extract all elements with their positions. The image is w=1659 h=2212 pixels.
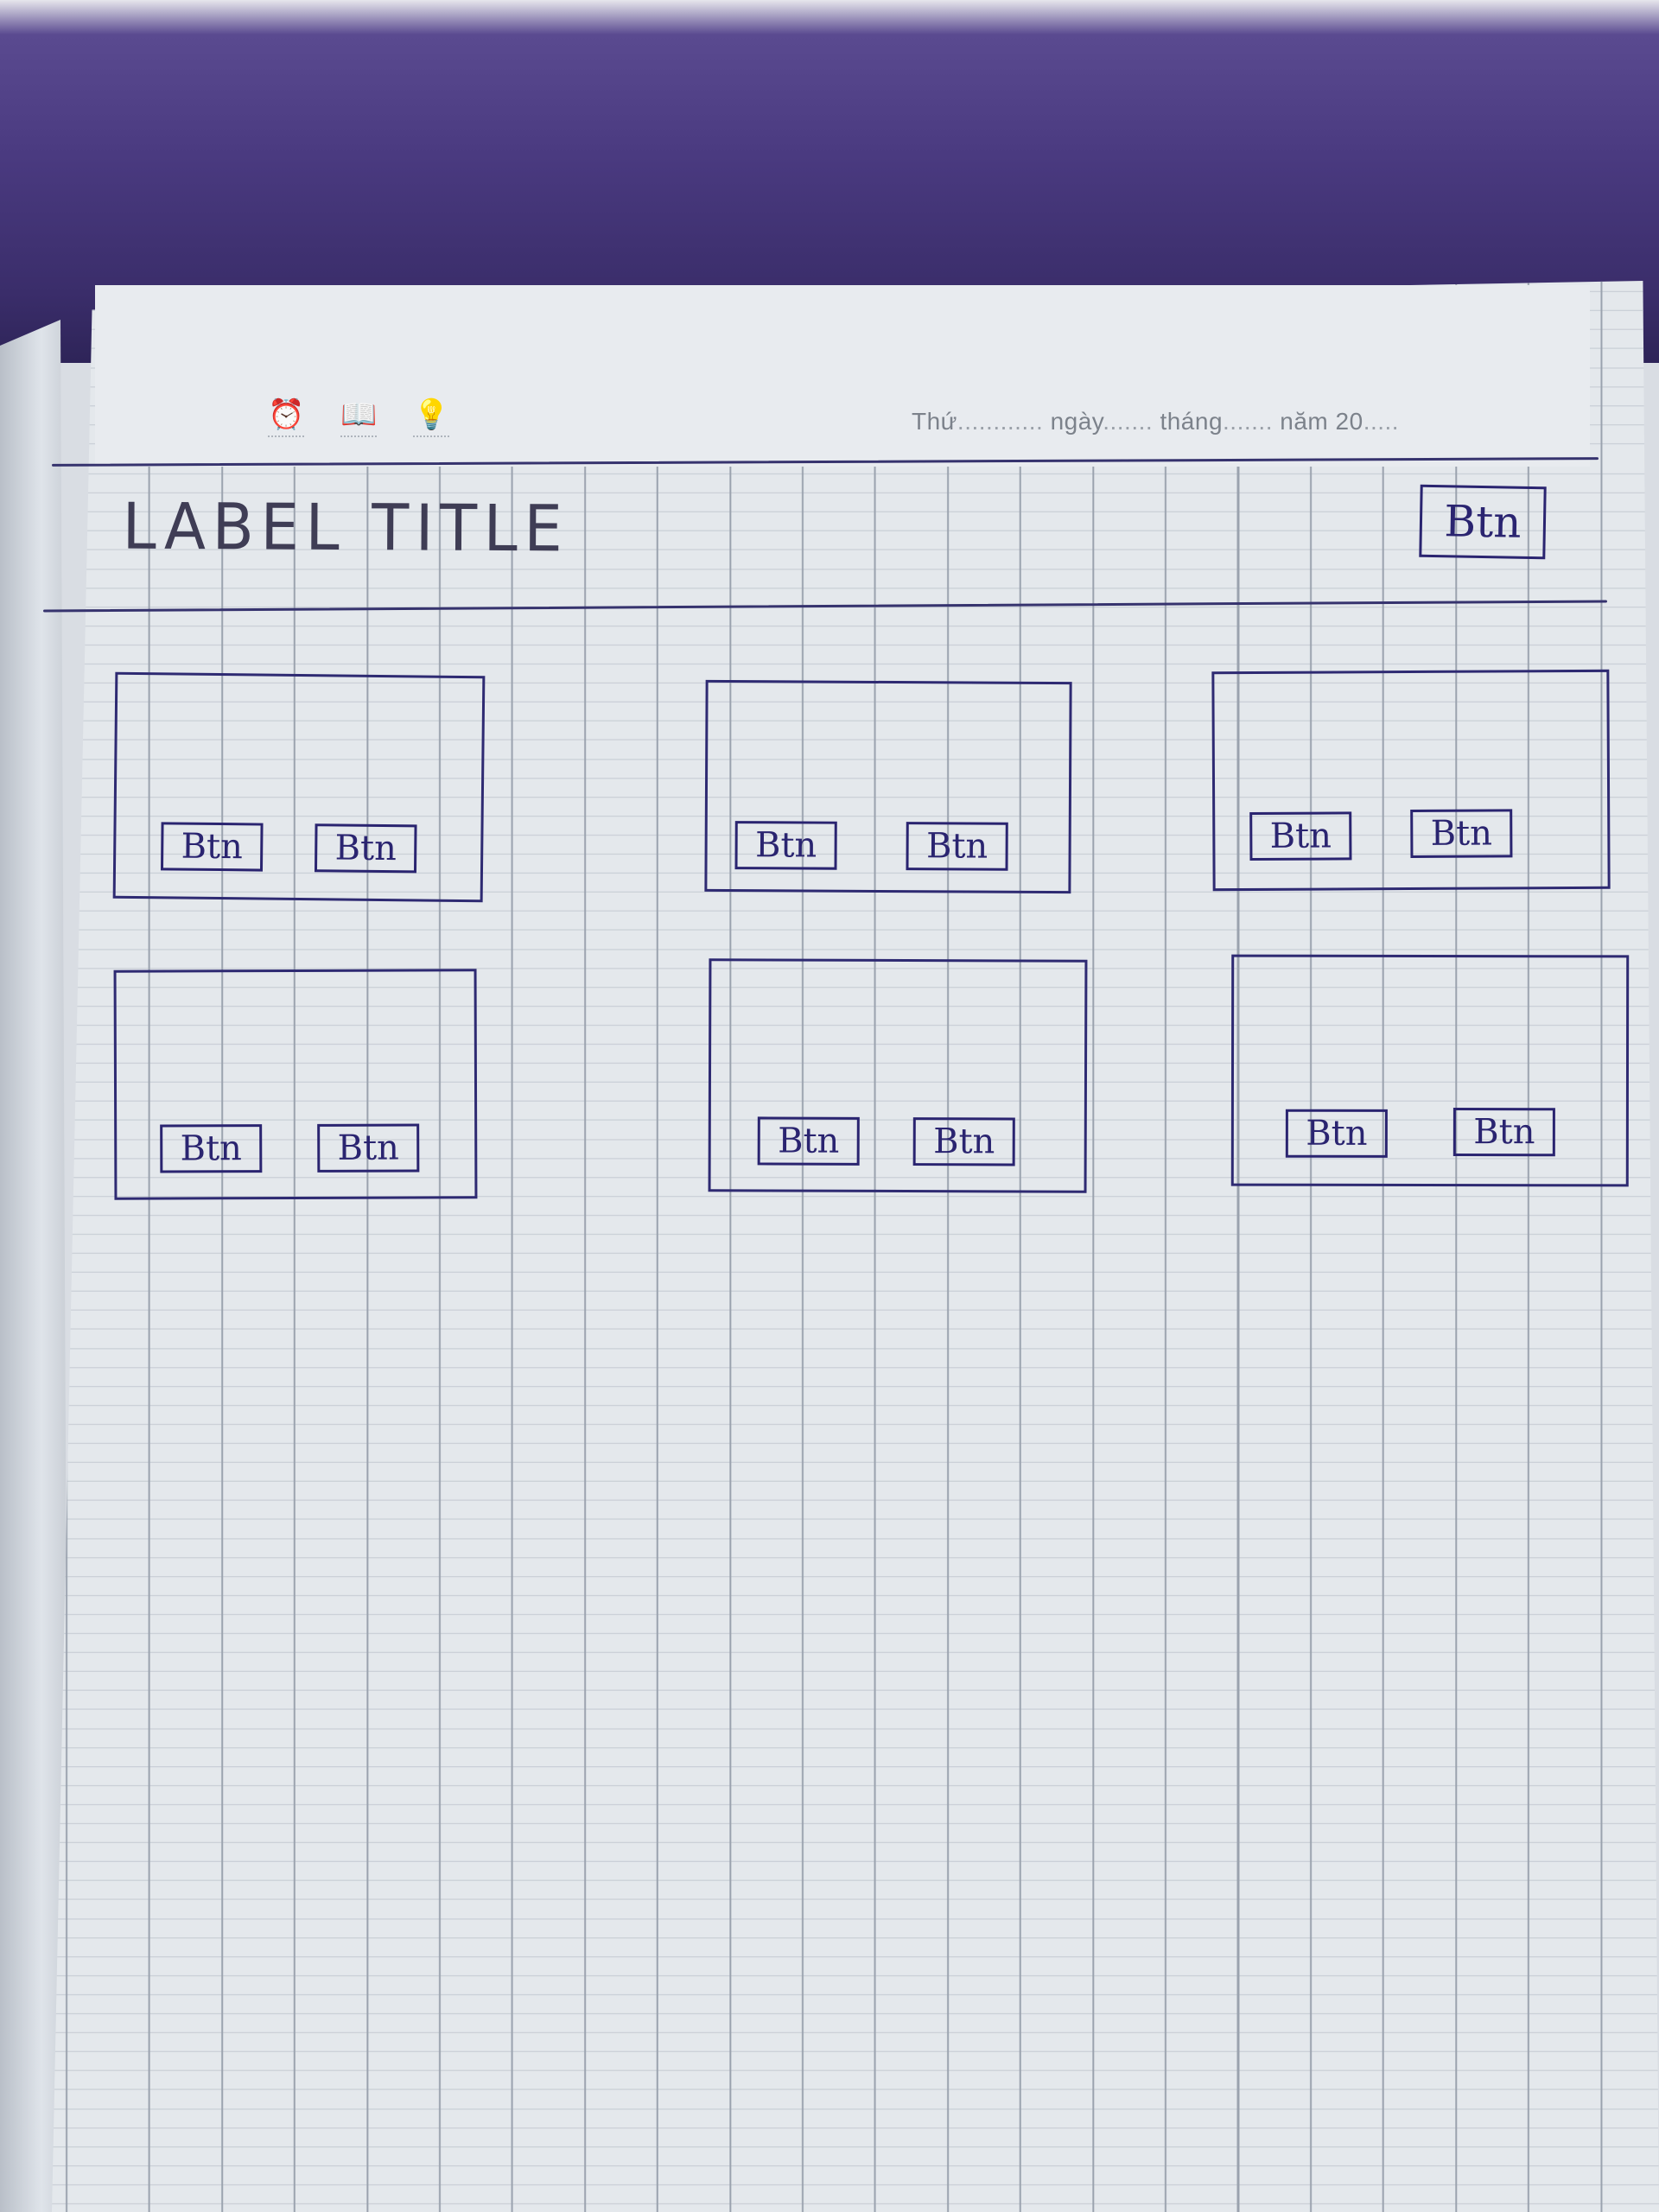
card-3-button-2[interactable]: Btn (1410, 809, 1513, 859)
card-5: Btn Btn (708, 958, 1088, 1193)
date-nam-label: năm 20 (1280, 408, 1363, 435)
book-icon: 📖 (340, 399, 377, 437)
page-header-strip (95, 285, 1590, 467)
card-4-button-2[interactable]: Btn (317, 1123, 420, 1173)
lightbulb-icon: 💡 (413, 399, 449, 437)
card-6: Btn Btn (1230, 954, 1630, 1187)
card-6-button-1[interactable]: Btn (1285, 1109, 1388, 1158)
previous-page-edge (0, 320, 69, 2212)
label-title: LABEL TITLE (122, 489, 569, 567)
card-2-button-2[interactable]: Btn (906, 822, 1008, 871)
card-2-button-1[interactable]: Btn (734, 821, 837, 870)
date-line: Thứ............ ngày....... tháng.......… (912, 408, 1400, 435)
card-4: Btn Btn (113, 969, 478, 1200)
card-6-button-2[interactable]: Btn (1452, 1108, 1555, 1157)
date-thang-label: tháng (1160, 408, 1224, 435)
date-thu-label: Thứ (912, 408, 957, 435)
clock-icon: ⏰ (268, 399, 304, 437)
card-5-button-1[interactable]: Btn (757, 1116, 860, 1166)
header-button[interactable]: Btn (1419, 484, 1547, 560)
date-ngay-label: ngày (1050, 408, 1103, 435)
card-3: Btn Btn (1211, 669, 1611, 892)
card-3-button-1[interactable]: Btn (1249, 811, 1352, 861)
card-1-button-2[interactable]: Btn (314, 823, 417, 874)
notebook-page (52, 281, 1659, 2212)
card-5-button-2[interactable]: Btn (912, 1117, 1015, 1166)
card-1: Btn Btn (112, 671, 486, 903)
notebook-strip-icons: ⏰ 📖 💡 (268, 399, 449, 437)
card-1-button-1[interactable]: Btn (160, 822, 264, 872)
card-2: Btn Btn (704, 679, 1072, 894)
card-4-button-1[interactable]: Btn (160, 1124, 263, 1173)
